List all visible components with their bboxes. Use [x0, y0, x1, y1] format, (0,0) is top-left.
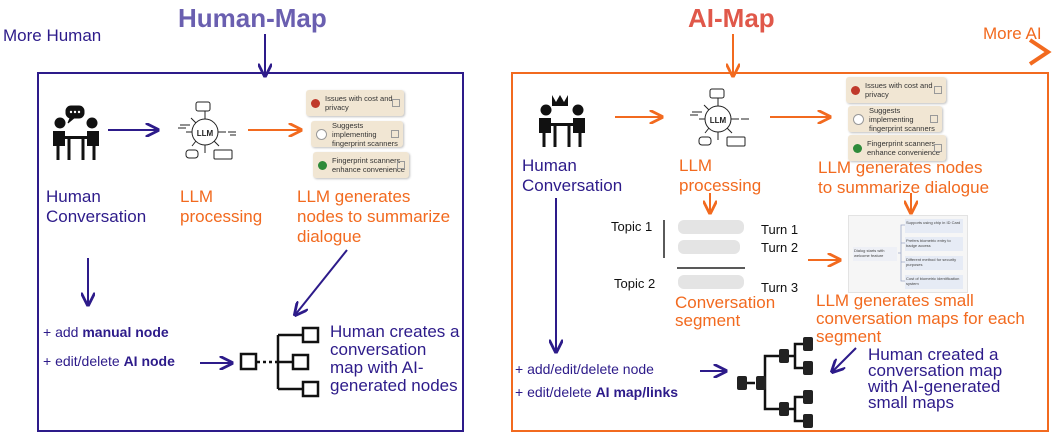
small-maps-label: LLM generates small conversation maps fo…	[816, 291, 1025, 346]
chat-bubble-turn-2	[678, 240, 740, 254]
human-creates-map-label: Human creates a conversation map with AI…	[330, 322, 460, 395]
small-conversation-map-thumbnail: Dialog starts with welcome feature Suppo…	[848, 215, 968, 293]
mini-map-node: Supports using chip in ID Card	[905, 219, 963, 233]
turn-2-label: Turn 2	[761, 240, 799, 255]
chat-bubble-turn-1	[678, 220, 744, 234]
mini-map-links	[898, 224, 905, 282]
plus-icon	[853, 143, 862, 153]
human-created-map-label: Human created a conversation map with AI…	[868, 345, 1003, 412]
turn-3-label: Turn 3	[761, 280, 799, 295]
ai-map-tree-icon	[737, 337, 813, 428]
ai-map-panel	[511, 72, 1049, 432]
human-conversation-label: Human Conversation	[46, 187, 147, 226]
ai-human-conversation-label: Human Conversation	[522, 156, 623, 195]
ai-edit-map-links-text: + edit/delete AI map/links	[515, 384, 679, 400]
node-card-fingerprint-convenience: Fingerprint scanners enhance convenience	[313, 152, 409, 178]
ai-llm-icon-text: LLM	[710, 116, 727, 125]
more-human-label: More Human	[3, 26, 102, 45]
ai-llm-generates-label: LLM generates nodes to summarize dialogu…	[818, 158, 990, 197]
card-close-icon	[934, 144, 942, 152]
minus-icon	[311, 98, 320, 108]
turn-1-label: Turn 1	[761, 222, 799, 237]
mini-map-node: Cost of biometric identification system	[905, 275, 963, 289]
ai-node-card-fingerprint-suggestion: Suggests implementing fingerprint scanne…	[848, 106, 942, 133]
minus-icon	[851, 85, 860, 95]
arrow-nodes-to-map	[295, 249, 348, 315]
ai-llm-processing-icon	[690, 88, 749, 147]
lightbulb-icon	[316, 128, 327, 140]
more-ai-label: More AI	[983, 24, 1042, 43]
edit-ai-node-text: + edit/delete AI node	[43, 353, 175, 369]
ai-arrow-minimap-to-map	[832, 347, 857, 372]
topic-2-label: Topic 2	[614, 276, 656, 291]
card-close-icon	[397, 161, 405, 169]
card-close-icon	[391, 130, 399, 138]
ai-map-title: AI-Map	[688, 3, 775, 33]
mini-map-root-node: Dialog starts with welcome feature	[853, 247, 897, 261]
llm-processing-label: LLM processing	[180, 187, 263, 226]
card-close-icon	[930, 115, 938, 123]
node-card-cost-privacy: Issues with cost and privacy	[306, 90, 404, 116]
add-manual-node-text: + add manual node	[43, 324, 169, 340]
chat-bubble-turn-3	[678, 275, 744, 289]
node-card-fingerprint-suggestion: Suggests implementing fingerprint scanne…	[311, 121, 403, 148]
human-map-title: Human-Map	[178, 3, 327, 33]
llm-generates-label: LLM generates nodes to summarize dialogu…	[297, 187, 451, 246]
ai-node-card-fingerprint-convenience: Fingerprint scanners enhance convenience	[848, 135, 946, 161]
ai-llm-processing-label: LLM processing	[679, 156, 762, 195]
human-conversation-icon	[53, 105, 99, 160]
mini-map-node: Different method for security purposes	[905, 256, 963, 270]
card-close-icon	[934, 86, 942, 94]
human-map-tree-icon	[239, 326, 320, 398]
spectrum-arrow	[5, 38, 1052, 66]
conversation-segment-label: Conversation segment	[675, 293, 776, 330]
ai-add-edit-delete-node-text: + add/edit/delete node	[515, 361, 654, 377]
plus-icon	[318, 160, 327, 170]
lightbulb-icon	[853, 113, 864, 125]
ai-node-card-cost-privacy: Issues with cost and privacy	[846, 77, 946, 103]
llm-icon-text: LLM	[197, 129, 214, 138]
ai-conversation-icon	[539, 95, 585, 147]
human-map-panel	[37, 72, 464, 432]
llm-processing-icon	[178, 101, 236, 160]
mini-map-node: Prefers biometric entry to badge access	[905, 237, 963, 251]
card-close-icon	[392, 99, 400, 107]
topic-1-label: Topic 1	[611, 219, 653, 234]
